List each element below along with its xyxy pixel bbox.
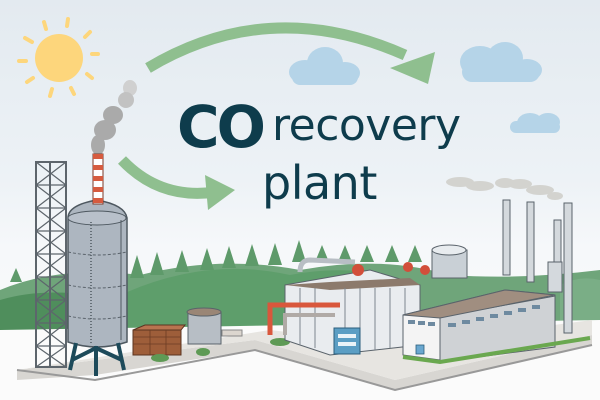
curved-arrow-icon [145, 22, 435, 84]
brick-crate-icon [132, 324, 187, 356]
small-tank-icon [186, 307, 243, 345]
chimney-icon [92, 153, 104, 205]
lattice-tower-icon [35, 161, 67, 368]
storage-tank-icon [67, 199, 128, 376]
ground-platform [16, 320, 593, 392]
cloud-icon [289, 47, 360, 85]
sun-icon [17, 17, 100, 98]
cloud-icon [510, 113, 560, 133]
round-tank-icon [431, 244, 468, 279]
curved-arrow-icon [118, 156, 235, 210]
factory-building-icon [402, 289, 591, 365]
smoke-icon [91, 80, 137, 155]
cloud-icon [460, 42, 542, 82]
stack-icon [502, 199, 573, 334]
smoke-icon [446, 177, 563, 200]
processing-unit-icon [267, 257, 430, 356]
